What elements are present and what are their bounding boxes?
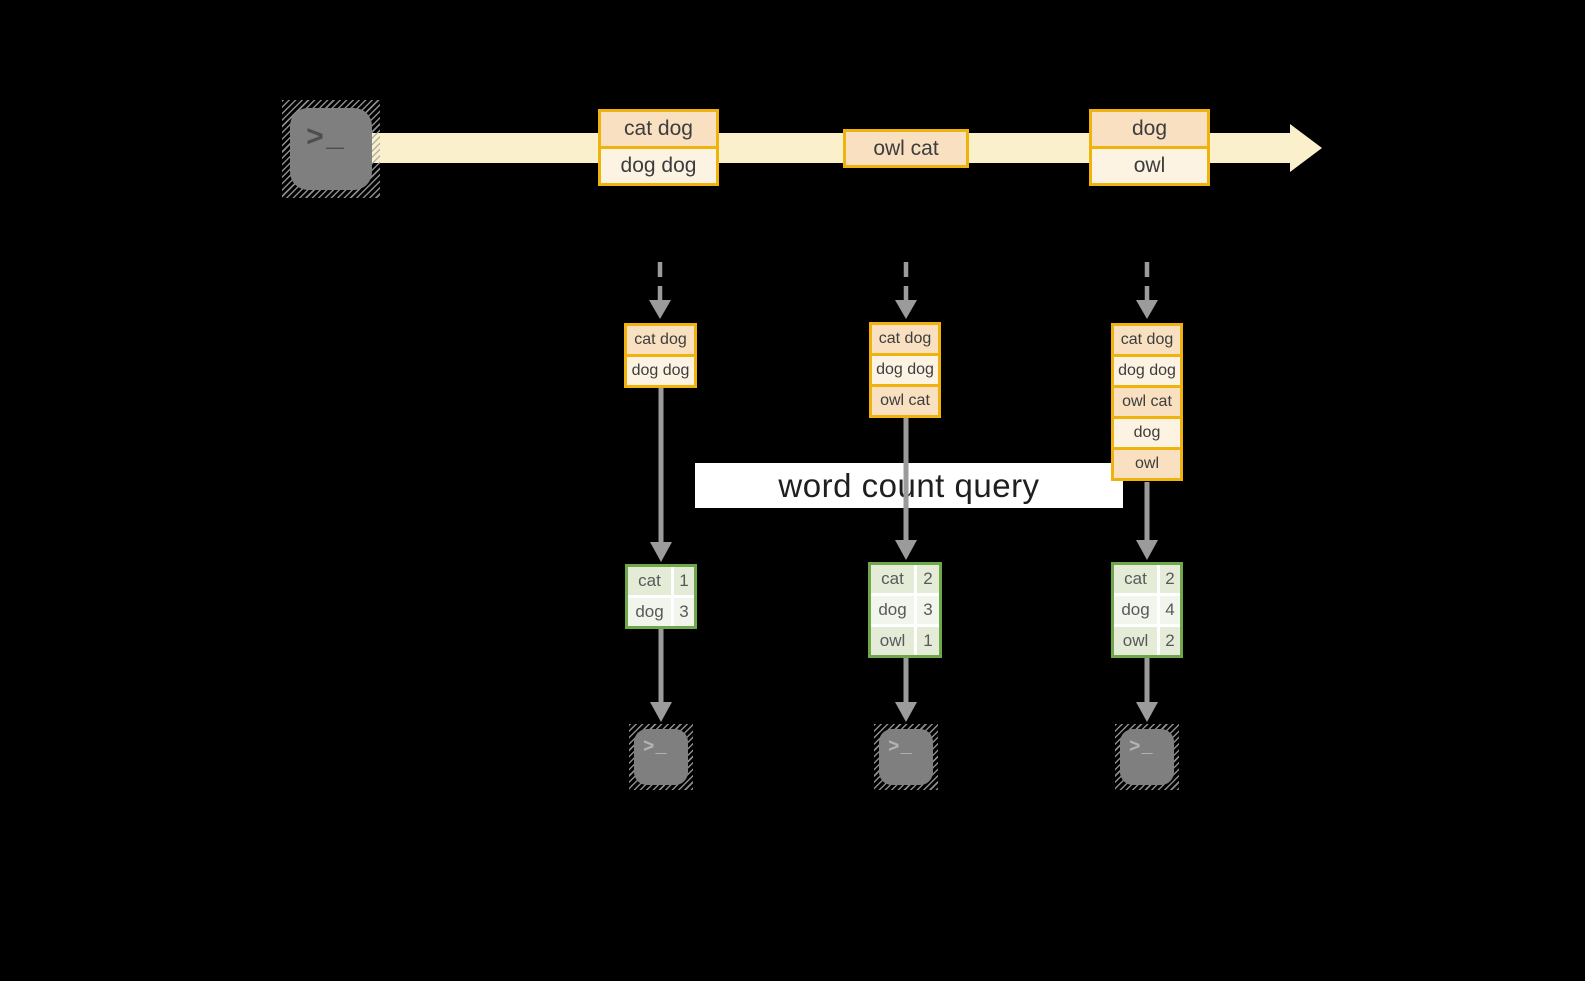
count-word: owl: [871, 627, 917, 655]
buffer-record: cat dog: [1114, 326, 1180, 354]
source-terminal-icon: >_: [282, 100, 380, 198]
buffer-stack-col1: cat dog dog dog: [624, 323, 697, 388]
buffer-record: cat dog: [872, 325, 938, 353]
dashed-arrow-col3: [1136, 262, 1158, 319]
count-row: dog 4: [1114, 593, 1180, 624]
word-count-query-label: word count query: [778, 466, 1040, 504]
stream-event-1: cat dog dog dog: [598, 109, 719, 186]
terminal-screen: >_: [1120, 729, 1174, 785]
event-record: dog dog: [601, 146, 716, 183]
count-value: 1: [674, 567, 694, 595]
terminal-screen: >_: [879, 729, 933, 785]
count-value: 2: [1160, 627, 1180, 655]
buffer-stack-col2: cat dog dog dog owl cat: [869, 322, 941, 418]
buffer-record: dog dog: [1114, 354, 1180, 385]
arrow-table-to-sink-col3: [1136, 658, 1158, 722]
count-value: 2: [917, 565, 939, 593]
count-row: cat 2: [1114, 565, 1180, 593]
terminal-prompt-glyph: >_: [306, 122, 347, 156]
stream-event-2: owl cat: [843, 129, 969, 168]
buffer-record: owl cat: [1114, 385, 1180, 416]
event-record: owl: [1092, 146, 1207, 183]
count-row: cat 1: [628, 567, 694, 595]
count-value: 4: [1160, 596, 1180, 624]
terminal-prompt-glyph: >_: [1129, 736, 1154, 758]
count-row: owl 1: [871, 624, 939, 655]
buffer-stack-col3: cat dog dog dog owl cat dog owl: [1111, 323, 1183, 481]
arrow-buffer-to-table-col2: [895, 418, 917, 560]
word-count-query-banner: word count query: [695, 463, 1123, 508]
buffer-record: dog dog: [627, 354, 694, 385]
count-word: cat: [1114, 565, 1160, 593]
count-table-col2: cat 2 dog 3 owl 1: [868, 562, 942, 658]
sink-terminal-icon-col2: >_: [874, 724, 938, 790]
count-value: 1: [917, 627, 939, 655]
terminal-screen: >_: [290, 108, 372, 190]
count-row: dog 3: [871, 593, 939, 624]
arrow-table-to-sink-col1: [650, 628, 672, 722]
arrow-buffer-to-table-col1: [650, 388, 672, 562]
dashed-arrow-col1: [649, 262, 671, 319]
count-table-col3: cat 2 dog 4 owl 2: [1111, 562, 1183, 658]
count-word: dog: [1114, 596, 1160, 624]
count-row: owl 2: [1114, 624, 1180, 655]
count-value: 3: [917, 596, 939, 624]
buffer-record: owl: [1114, 447, 1180, 478]
count-word: cat: [871, 565, 917, 593]
sink-terminal-icon-col1: >_: [629, 724, 693, 790]
count-value: 2: [1160, 565, 1180, 593]
count-word: dog: [628, 598, 674, 626]
terminal-prompt-glyph: >_: [643, 736, 668, 758]
terminal-prompt-glyph: >_: [888, 736, 913, 758]
sink-terminal-icon-col3: >_: [1115, 724, 1179, 790]
count-word: owl: [1114, 627, 1160, 655]
count-row: dog 3: [628, 595, 694, 626]
buffer-record: cat dog: [627, 326, 694, 354]
buffer-record: dog dog: [872, 353, 938, 384]
arrow-table-to-sink-col2: [895, 658, 917, 722]
event-record: cat dog: [601, 112, 716, 146]
event-record: dog: [1092, 112, 1207, 146]
count-word: cat: [628, 567, 674, 595]
buffer-record: owl cat: [872, 384, 938, 415]
dashed-arrow-col2: [895, 262, 917, 319]
count-word: dog: [871, 596, 917, 624]
arrow-buffer-to-table-col3: [1136, 482, 1158, 560]
count-table-col1: cat 1 dog 3: [625, 564, 697, 629]
buffer-record: dog: [1114, 416, 1180, 447]
event-record: owl cat: [846, 132, 966, 165]
terminal-screen: >_: [634, 729, 688, 785]
count-row: cat 2: [871, 565, 939, 593]
count-value: 3: [674, 598, 694, 626]
stream-event-3: dog owl: [1089, 109, 1210, 186]
